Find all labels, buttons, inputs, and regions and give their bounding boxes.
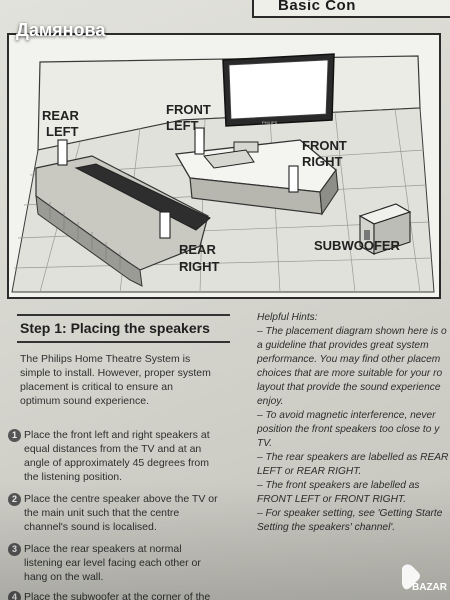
hint-line: – The front speakers are labelled as (257, 480, 420, 491)
instruction-text: Place the subwoofer at the corner of the (24, 590, 210, 600)
instruction-line: the main unit such that the centre (24, 507, 180, 519)
hint-line: Setting the speakers' channel'. (257, 522, 396, 533)
step-number-badge: 1 (8, 429, 21, 442)
hint-line: enjoy. (257, 396, 284, 407)
bazar-logo-icon: BAZAR (402, 564, 448, 593)
step-title-rule-top (17, 314, 230, 316)
hint-line: position the front speakers too close to… (257, 424, 440, 435)
intro-paragraph: The Philips Home Theatre System is simpl… (20, 352, 230, 408)
intro-line: optimum sound experience. (20, 395, 149, 407)
intro-line: placement is critical to ensure an (20, 381, 173, 393)
hint-line: LEFT or REAR RIGHT. (257, 466, 362, 477)
hint-line: – To avoid magnetic interference, never (257, 410, 436, 421)
hint-line: layout that provide the sound experience (257, 382, 441, 393)
main-unit (203, 149, 255, 169)
instruction-line: Place the centre speaker above the TV or (24, 493, 218, 505)
section-header-tab (252, 0, 450, 18)
instruction-text: Place the rear speakers at normal listen… (24, 542, 201, 584)
tv-brand-label: PHILIPS (262, 120, 278, 125)
sofa-stripes (49, 202, 121, 270)
hint-line: TV. (257, 438, 273, 449)
subwoofer-side (373, 211, 411, 255)
label-front-left-line2: LEFT (166, 118, 199, 133)
label-rear-right-line1: REAR (179, 242, 216, 257)
instruction-line: the listening position. (24, 471, 123, 483)
hint-line: choices that are more suitable for your … (257, 368, 443, 379)
speaker-placement-diagram: PHILIPS REAR LEFT FRONT LEFT FRONT (7, 33, 441, 299)
label-rear-right-line2: RIGHT (179, 259, 220, 274)
hint-line: – The placement diagram shown here is o (257, 326, 447, 337)
step-title-rule-bottom (17, 341, 230, 343)
instruction-line: equal distances from the TV and at an (24, 443, 202, 455)
front-right-speaker (288, 165, 299, 193)
sofa-front (35, 194, 143, 287)
watermark-text: Дамянова (16, 20, 106, 40)
subwoofer-port (364, 230, 370, 240)
instruction-line: Place the front left and right speakers … (24, 429, 210, 441)
instruction-line: angle of approximately 45 degrees from (24, 457, 210, 469)
step-title: Step 1: Placing the speakers (20, 320, 210, 336)
label-rear-left-line2: LEFT (46, 124, 79, 139)
hint-line: performance. You may find other placem (257, 354, 441, 365)
rear-right-speaker (159, 211, 171, 239)
intro-line: The Philips Home Theatre System is (20, 353, 191, 365)
instruction-line: listening ear level facing each other or (24, 557, 201, 569)
instruction-text: Place the centre speaker above the TV or… (24, 492, 218, 534)
instruction-text: Place the front left and right speakers … (24, 428, 210, 484)
hint-line: FRONT LEFT or FRONT RIGHT. (257, 494, 407, 505)
hint-line: – The rear speakers are labelled as REAR (257, 452, 449, 463)
front-left-speaker (194, 127, 205, 155)
label-subwoofer: SUBWOOFER (314, 238, 401, 253)
helpful-hints: Helpful Hints: – The placement diagram s… (257, 311, 450, 535)
tv-stand-side (319, 168, 339, 216)
label-front-right-line1: FRONT (302, 138, 347, 153)
bazar-logo-text: BAZAR (412, 582, 448, 593)
step-number-badge: 3 (8, 543, 21, 556)
rear-left-speaker (57, 139, 68, 166)
hint-line: – For speaker setting, see 'Getting Star… (257, 508, 443, 519)
instruction-line: channel's sound is localised. (24, 521, 157, 533)
section-header-title: Basic Con (278, 0, 356, 14)
hint-line: a guideline that provides great system (257, 340, 429, 351)
label-front-right-line2: RIGHT (302, 154, 343, 169)
intro-line: simple to install. However, proper syste… (20, 367, 211, 379)
instruction-line: Place the rear speakers at normal (24, 543, 182, 555)
step-number-badge: 4 (8, 591, 21, 600)
label-front-left-line1: FRONT (166, 102, 211, 117)
tv-screen-glass (228, 59, 329, 120)
instruction-line: Place the subwoofer at the corner of the (24, 591, 211, 600)
step-number-badge: 2 (8, 493, 21, 506)
instruction-line: hang on the wall. (24, 571, 104, 583)
label-rear-left-line1: REAR (42, 108, 79, 123)
hints-title: Helpful Hints: (257, 312, 318, 323)
sofa-backrest (74, 163, 211, 231)
